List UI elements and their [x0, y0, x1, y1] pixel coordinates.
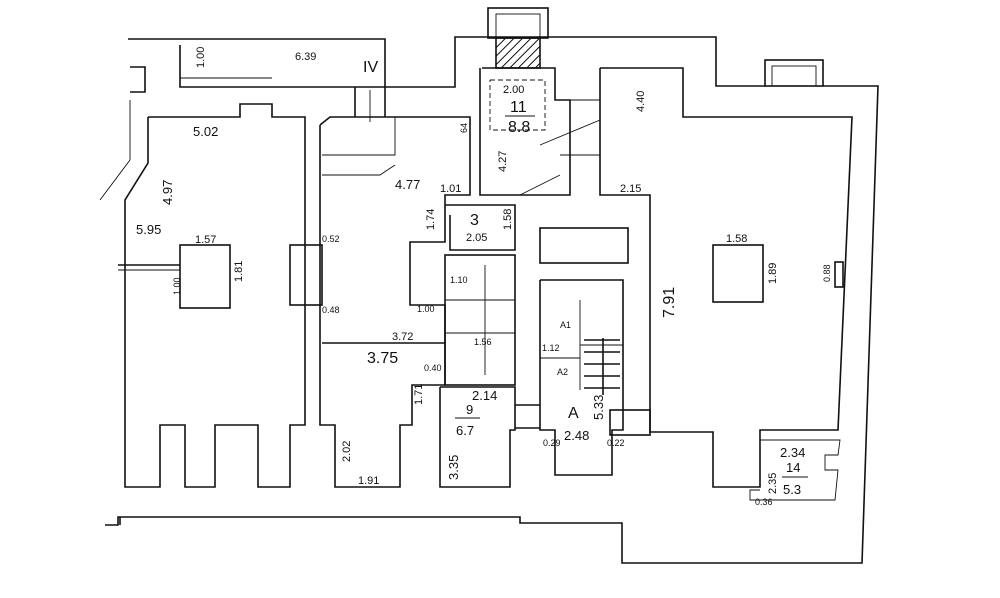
dim-label: 2.05 — [466, 232, 487, 244]
dim-label: 4.97 — [160, 180, 175, 205]
dim-label: 64 — [459, 123, 469, 133]
dim-label: 1.00 — [172, 277, 182, 295]
dim-label: 1.81 — [233, 261, 245, 282]
dim-label: 5.33 — [591, 395, 606, 420]
dim-label: 0.36 — [755, 497, 773, 507]
dim-label: 2.48 — [564, 428, 589, 443]
dim-label: 0.88 — [822, 264, 832, 282]
stair-label: IV — [363, 59, 378, 76]
dim-label: 3.72 — [392, 331, 413, 343]
dim-label: 6.39 — [295, 51, 316, 63]
room-number: 11 — [510, 99, 527, 116]
dim-label: 1.00 — [195, 47, 207, 68]
dim-label: 1.89 — [767, 263, 779, 284]
dim-label: 1.58 — [726, 233, 747, 245]
dim-label: 1.71 — [413, 384, 425, 405]
dim-label: 1.74 — [425, 209, 437, 230]
dim-label: 1.91 — [358, 475, 379, 487]
dim-label: 0.40 — [424, 363, 442, 373]
dim-label: 5.02 — [193, 124, 218, 139]
dim-label: 2.35 — [767, 473, 779, 494]
dim-label: 1.01 — [440, 183, 461, 195]
dim-label: 4.27 — [497, 151, 509, 172]
dim-label: 4.40 — [635, 91, 647, 112]
room-number: A — [568, 405, 579, 422]
dim-label: 1.58 — [502, 209, 514, 230]
dim-label: 2.15 — [620, 183, 641, 195]
room-number: 3 — [470, 212, 479, 229]
dim-label: 1.00 — [417, 304, 435, 314]
dim-label: 7.91 — [661, 287, 678, 318]
room-number: 14 — [786, 460, 800, 475]
room-number: 9 — [466, 402, 473, 417]
room-label: A1 — [560, 320, 571, 330]
room-area: 6.7 — [456, 423, 474, 438]
dim-label: 0.22 — [607, 438, 625, 448]
room-area: 5.3 — [783, 482, 801, 497]
dim-label: 1.12 — [542, 343, 560, 353]
dim-label: 2.14 — [472, 388, 497, 403]
dim-label: 2.34 — [780, 445, 805, 460]
dim-label: 0.29 — [543, 438, 561, 448]
dim-label: 0.48 — [322, 305, 340, 315]
dim-label: 0.52 — [322, 234, 340, 244]
dim-label: 4.77 — [395, 177, 420, 192]
dim-label: 1.57 — [195, 234, 216, 246]
dimension-labels: 1.00 6.39 IV 5.02 4.97 5.95 1.57 1.81 1.… — [136, 47, 832, 507]
dim-label: 5.95 — [136, 222, 161, 237]
walls — [99, 7, 879, 564]
dim-label: 1.56 — [474, 337, 492, 347]
dim-label: 2.00 — [503, 84, 524, 96]
dim-label: 2.02 — [341, 441, 353, 462]
room-area: 8.8 — [508, 119, 530, 136]
dim-label: 1.10 — [450, 275, 468, 285]
dim-label: 3.35 — [446, 455, 461, 480]
dim-label: 3.75 — [367, 350, 398, 367]
room-label: A2 — [557, 367, 568, 377]
